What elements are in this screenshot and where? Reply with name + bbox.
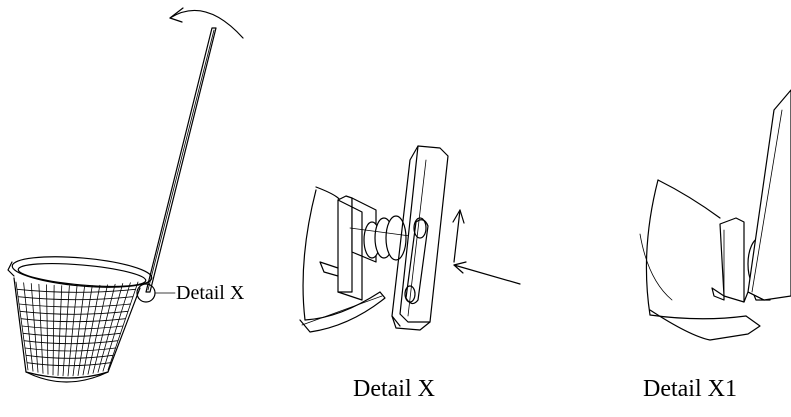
basket-mesh-ring — [25, 354, 114, 359]
basket-mesh-ring — [19, 310, 129, 315]
up-arrow — [452, 209, 465, 263]
basket-mesh-rib — [52, 284, 55, 376]
basket-mesh-ring — [17, 296, 134, 301]
basket-mesh-rib — [87, 284, 108, 375]
basket-mesh-rib — [77, 285, 93, 376]
basket-mesh-rib — [72, 285, 86, 377]
basket-mesh-ring — [18, 303, 131, 308]
basket-mesh-rib — [57, 285, 63, 376]
basket-mesh-ring — [22, 332, 121, 337]
detail-x-callout-label: Detail X — [176, 282, 245, 304]
basket-mesh-rib — [82, 284, 101, 376]
basket-mesh-rib — [38, 283, 44, 374]
basket-mesh-ring — [23, 340, 119, 345]
basket-mesh-ring — [26, 362, 111, 367]
basket-mesh-rib — [62, 285, 70, 377]
basket-mesh-ring — [24, 347, 116, 352]
pole — [145, 27, 217, 293]
detail-x1-drawing — [639, 89, 791, 341]
left-arrow — [453, 261, 521, 285]
detail-x-drawing — [299, 145, 521, 333]
basket-mesh-ring — [20, 318, 126, 323]
basket-mesh-rib — [67, 285, 78, 377]
detail-x1-caption: Detail X1 — [643, 376, 737, 402]
skimmer-basket — [7, 256, 153, 383]
detail-x-caption: Detail X — [353, 376, 435, 402]
basket-mesh-ring — [21, 325, 124, 330]
basket-mesh-rib — [92, 283, 116, 374]
detail-x-marker — [136, 283, 156, 303]
basket-mesh-ring — [16, 288, 136, 293]
rotation-arrow — [169, 7, 244, 39]
basket-mesh-rib — [46, 284, 49, 375]
basket-with-pole — [7, 7, 244, 383]
